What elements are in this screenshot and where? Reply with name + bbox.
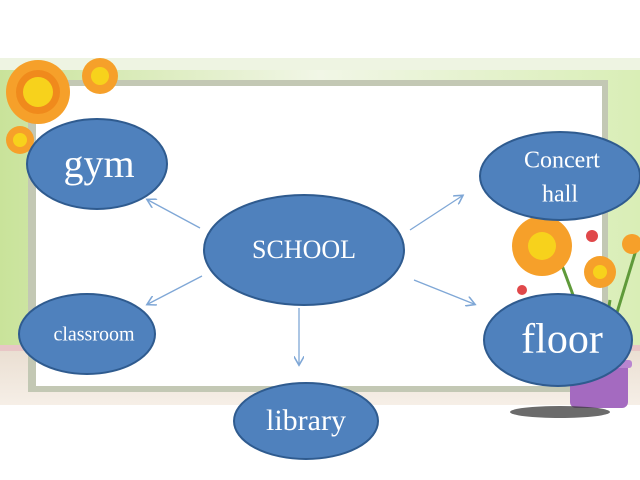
arrow-to-floor — [413, 279, 474, 304]
node-library-label: library — [266, 404, 346, 437]
arrow-to-concert-hall — [409, 196, 462, 231]
node-school-label: SCHOOL — [252, 235, 356, 264]
node-floor-label: floor — [521, 317, 603, 363]
node-gym: gym — [26, 118, 168, 210]
node-floor: floor — [483, 293, 633, 387]
arrow-to-gym — [148, 200, 201, 229]
arrow-to-classroom — [148, 275, 203, 304]
node-concert-hall-label-line1: Concert — [524, 148, 600, 174]
node-classroom: classroom — [18, 293, 156, 375]
flower-decoration-top-left — [6, 58, 118, 154]
node-classroom-label: classroom — [53, 324, 135, 346]
connector-arrows — [148, 196, 474, 364]
node-concert-hall-label-line2: hall — [542, 182, 578, 208]
node-concert-hall: Concert hall — [479, 131, 640, 221]
node-library: library — [233, 382, 379, 460]
node-gym-label: gym — [63, 141, 134, 186]
node-school: SCHOOL — [203, 194, 405, 306]
